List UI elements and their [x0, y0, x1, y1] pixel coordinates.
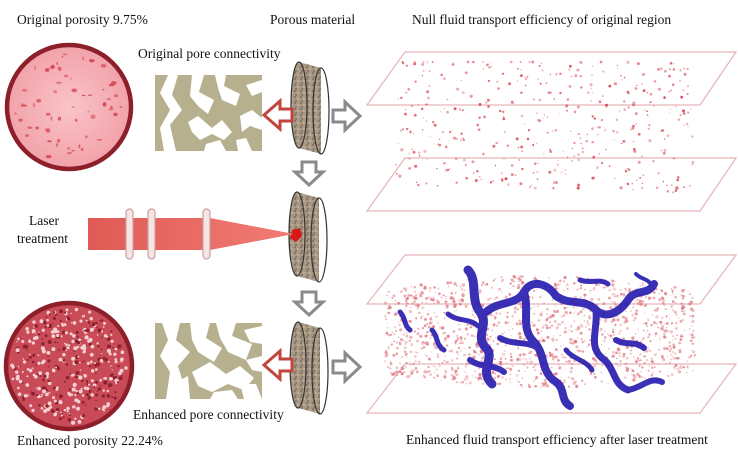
- original-pore-matrix: [155, 75, 262, 151]
- null-transport-label: Null fluid transport efficiency of origi…: [412, 12, 672, 27]
- gray-hollow-arrow-down-icon: [291, 160, 327, 188]
- original-connectivity-label: Original pore connectivity: [138, 46, 281, 61]
- fluid-transport-channels: [397, 265, 665, 410]
- enhanced-connectivity-label: Enhanced pore connectivity: [133, 407, 284, 422]
- gray-hollow-arrow-right-icon: [331, 349, 363, 385]
- enhanced-region-3d: [365, 254, 738, 414]
- porous-cylinder-bottom: [289, 321, 329, 415]
- porous-cylinder-top: [290, 61, 330, 155]
- laser-lens-1: [125, 208, 134, 260]
- laser-label-line1: Laser: [29, 213, 59, 228]
- porous-material-label: Porous material: [270, 12, 356, 27]
- red-hollow-arrow-left-icon: [261, 97, 294, 133]
- enhanced-porosity-label: Enhanced porosity 22.24%: [17, 433, 163, 448]
- enhanced-porosity-disc: [3, 300, 135, 432]
- laser-lens-3: [202, 208, 211, 260]
- red-hollow-arrow-left-icon: [261, 347, 294, 383]
- gray-hollow-arrow-down-icon: [291, 290, 327, 318]
- original-porosity-label: Original porosity 9.75%: [17, 12, 148, 27]
- laser-label-line2: treatment: [17, 231, 68, 246]
- enhanced-pore-matrix: [155, 323, 262, 399]
- laser-beam: [88, 208, 294, 260]
- enhanced-transport-label: Enhanced fluid transport efficiency afte…: [406, 432, 708, 447]
- original-region-3d: [365, 51, 738, 212]
- laser-lens-2: [147, 208, 156, 260]
- gray-hollow-arrow-right-icon: [331, 98, 363, 134]
- porous-cylinder-middle: [288, 191, 328, 283]
- original-porosity-disc: [4, 42, 134, 172]
